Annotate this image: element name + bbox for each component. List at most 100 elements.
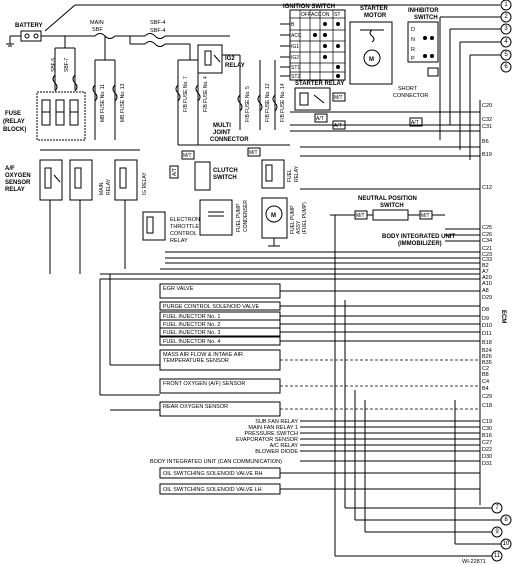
svg-text:6: 6 [504, 64, 508, 70]
pin-label: D31 [482, 461, 492, 467]
svg-text:JOINT: JOINT [213, 130, 231, 136]
svg-text:A/F: A/F [5, 166, 15, 172]
right-label: PRESSURE SWITCH [245, 431, 299, 437]
right-label: BLOWER DIODE [255, 449, 298, 455]
component-label: FUEL INJECTOR No. 3 [163, 330, 220, 336]
pin-label: C21 [482, 246, 492, 252]
ig2-relay: IG2 RELAY [197, 44, 245, 74]
svg-text:N: N [411, 37, 415, 43]
svg-text:D: D [411, 27, 415, 33]
svg-text:STARTER RELAY: STARTER RELAY [295, 81, 344, 87]
svg-text:A/T: A/T [334, 123, 342, 129]
battery-label: BATTERY [15, 23, 43, 29]
svg-text:A/T: A/T [316, 116, 324, 122]
component-label: FUEL INJECTOR No. 2 [163, 322, 220, 328]
pin-label: B4 [482, 386, 489, 392]
svg-text:RELAY: RELAY [170, 238, 188, 244]
pin-label: C31 [482, 124, 492, 130]
svg-text:M/T: M/T [334, 95, 343, 101]
circled-right-bottom: 7 8 9 10 11 [334, 215, 512, 562]
svg-text:M/T: M/T [183, 153, 192, 159]
pin-label: C12 [482, 185, 492, 191]
pin-label: C2 [482, 366, 489, 372]
svg-text:R: R [411, 47, 415, 53]
svg-text:FUEL PUMP: FUEL PUMP [236, 203, 242, 232]
svg-text:8: 8 [504, 517, 508, 523]
svg-text:BODY INTEGRATED UNIT: BODY INTEGRATED UNIT [382, 234, 455, 240]
pin-label: D30 [482, 454, 492, 460]
starter-motor: STARTER MOTOR M [349, 6, 393, 85]
svg-text:SBF-5: SBF-5 [51, 58, 57, 72]
pin-label: B24 [482, 348, 492, 354]
starter-relay: STARTER RELAY M/T [294, 81, 346, 111]
svg-text:ST1: ST1 [291, 65, 300, 71]
svg-text:1: 1 [504, 2, 508, 8]
svg-text:OXYGEN: OXYGEN [5, 173, 31, 179]
svg-text:CONTROL: CONTROL [170, 231, 197, 237]
svg-text:RELAY: RELAY [294, 165, 300, 182]
pin-labels: C20C32C31B6B19C12C25C26C34C21C23C33B2A7A… [482, 103, 492, 467]
svg-text:SBF-4: SBF-4 [150, 20, 166, 26]
pin-label: C29 [482, 394, 492, 400]
svg-text:OFF: OFF [301, 12, 311, 18]
component-label: FRONT OXYGEN (A/F) SENSOR [163, 381, 245, 387]
svg-text:FUEL PUMP: FUEL PUMP [290, 205, 296, 234]
pin-label: A7 [482, 269, 489, 275]
solenoid-label: OIL SWITCHING SOLENOID VALVE LH [163, 487, 262, 493]
svg-text:ST2: ST2 [291, 74, 300, 80]
pin-label: A10 [482, 281, 492, 287]
right-label: BODY INTEGRATED UNIT (CAN COMMUNICATION) [150, 459, 282, 465]
svg-text:M: M [271, 213, 276, 219]
svg-text:F/B FUSE No. 12: F/B FUSE No. 12 [265, 83, 271, 122]
svg-text:CONDENSER: CONDENSER [243, 200, 249, 232]
svg-text:F/B FUSE No. 14: F/B FUSE No. 14 [280, 83, 286, 122]
pin-label: B16 [482, 433, 492, 439]
mb-fuses: MB FUSE No. 11 MB FUSE No. 13 [92, 59, 126, 140]
pin-label: C32 [482, 117, 492, 123]
svg-text:ASSY: ASSY [296, 220, 302, 234]
svg-text:F/B FUSE No. 7: F/B FUSE No. 7 [183, 76, 189, 112]
svg-text:THROTTLE: THROTTLE [170, 224, 199, 230]
svg-text:IGNITION SWITCH: IGNITION SWITCH [283, 4, 335, 10]
pin-label: D8 [482, 307, 489, 313]
svg-text:RELAY: RELAY [106, 178, 112, 195]
svg-text:P: P [411, 56, 415, 62]
svg-text:MB FUSE No. 11: MB FUSE No. 11 [100, 84, 106, 122]
right-label: SUB FAN RELAY [255, 419, 298, 425]
svg-text:BLOCK): BLOCK) [3, 127, 26, 133]
pin-label: C25 [482, 225, 492, 231]
ignition-switch: IGNITION SWITCH OFF ACC ON ST B ACC IG1 … [280, 4, 346, 81]
svg-text:SBF-4: SBF-4 [150, 28, 166, 34]
svg-text:INHIBITOR: INHIBITOR [408, 8, 439, 14]
svg-text:CONNECTOR: CONNECTOR [210, 137, 249, 143]
right-label: A/C RELAY [270, 443, 299, 449]
multi-joint-connector: MULTI JOINT CONNECTOR [178, 123, 290, 146]
svg-text:F/B FUSE No. 5: F/B FUSE No. 5 [245, 86, 251, 122]
pin-label: C30 [482, 426, 492, 432]
pin-label: B6 [482, 139, 489, 145]
pin-label: D9 [482, 316, 489, 322]
sbf-group: SBF-5 SBF-7 [51, 48, 78, 92]
circled-right-top: 1 2 3 4 5 [439, 0, 512, 160]
battery: BATTERY [6, 23, 95, 47]
fuse-relay-block: FUSE (RELAY BLOCK) [3, 91, 86, 141]
pin-label: C27 [482, 440, 492, 446]
svg-text:3: 3 [504, 26, 508, 32]
svg-text:MB FUSE No. 13: MB FUSE No. 13 [120, 83, 126, 122]
ecm-bus: ECM [479, 100, 506, 505]
component-label: TEMPERATURE SENSOR [163, 358, 229, 364]
pin-label: B35 [482, 360, 492, 366]
svg-text:FUSE: FUSE [5, 111, 21, 117]
pin-label: C19 [482, 419, 492, 425]
svg-text:MAIN: MAIN [99, 182, 105, 195]
pin-label: D22 [482, 447, 492, 453]
component-label: REAR OXYGEN SENSOR [163, 404, 228, 410]
etc-fuel-pump: ELECTRONIC THROTTLE CONTROL RELAY FUEL P… [142, 197, 308, 247]
svg-text:2: 2 [504, 14, 508, 20]
pin-label: B19 [482, 152, 492, 158]
svg-text:MAIN: MAIN [90, 20, 104, 26]
main-sbf: MAIN SBF SBF-4 SBF-4 [55, 20, 230, 60]
circled-6: 6 [500, 61, 512, 73]
svg-text:10: 10 [503, 541, 510, 547]
